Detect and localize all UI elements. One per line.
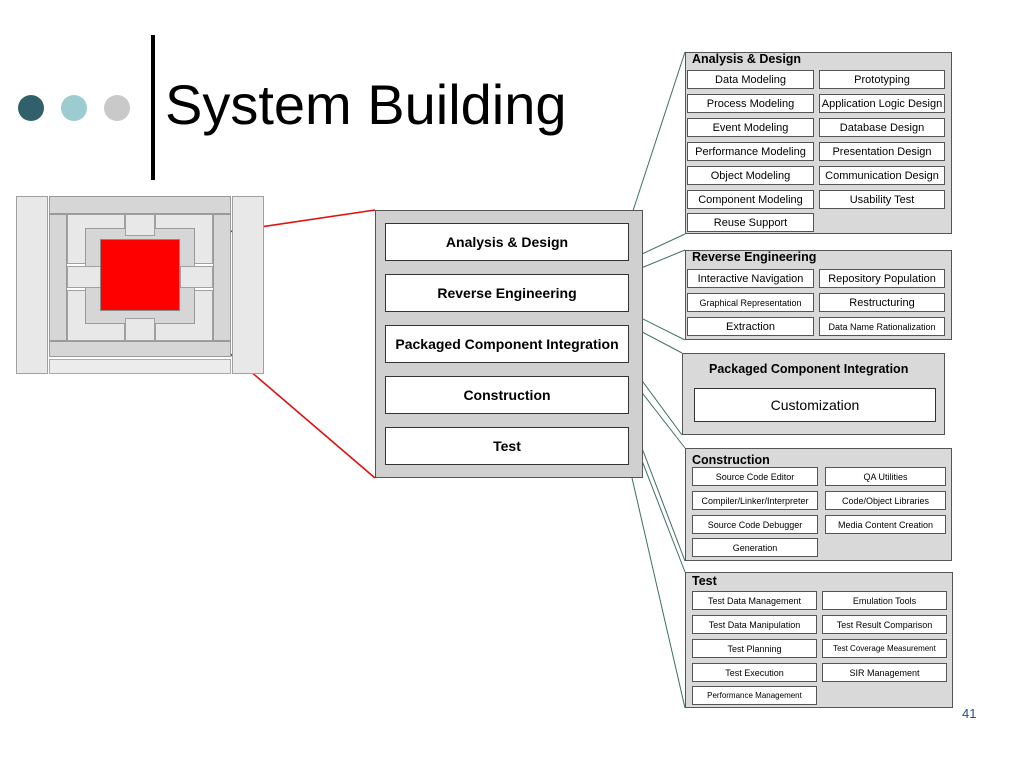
con-media-content-creation: Media Content Creation xyxy=(825,515,946,534)
maze-left-notch xyxy=(67,266,101,288)
ad-reuse-support: Reuse Support xyxy=(687,213,814,232)
test-performance-management: Performance Management xyxy=(692,686,817,705)
maze-bottom-notch xyxy=(125,318,155,341)
re-interactive-navigation: Interactive Navigation xyxy=(687,269,814,288)
maze-bottom-bar xyxy=(49,341,231,357)
ad-usability-test: Usability Test xyxy=(819,190,945,209)
test-data-manipulation: Test Data Manipulation xyxy=(692,615,817,634)
test-planning: Test Planning xyxy=(692,639,817,658)
analysis-design-title: Analysis & Design xyxy=(692,52,802,66)
title-dot-teal xyxy=(61,95,87,121)
ad-application-logic-design: Application Logic Design xyxy=(819,94,945,113)
connector-test-bottom xyxy=(628,464,686,709)
con-source-code-editor: Source Code Editor xyxy=(692,467,818,486)
con-code-object-libraries: Code/Object Libraries xyxy=(825,491,946,510)
ad-presentation-design: Presentation Design xyxy=(819,142,945,161)
re-extraction: Extraction xyxy=(687,317,814,336)
re-graphical-representation: Graphical Representation xyxy=(687,293,814,312)
con-source-code-debugger: Source Code Debugger xyxy=(692,515,818,534)
connector-ad-top xyxy=(628,51,686,224)
title-dot-gray xyxy=(104,95,130,121)
re-data-name-rationalization: Data Name Rationalization xyxy=(819,317,945,336)
stage-analysis-design: Analysis & Design xyxy=(385,223,629,261)
page-title: System Building xyxy=(165,73,567,136)
con-generation: Generation xyxy=(692,538,818,557)
stage-packaged-component-integration: Packaged Component Integration xyxy=(385,325,629,363)
ad-communication-design: Communication Design xyxy=(819,166,945,185)
test-sir-management: SIR Management xyxy=(822,663,947,682)
ad-event-modeling: Event Modeling xyxy=(687,118,814,137)
test-execution: Test Execution xyxy=(692,663,817,682)
test-result-comparison: Test Result Comparison xyxy=(822,615,947,634)
test-coverage-measurement: Test Coverage Measurement xyxy=(822,639,947,658)
maze-right-notch xyxy=(180,266,213,288)
re-restructuring: Restructuring xyxy=(819,293,945,312)
ad-performance-modeling: Performance Modeling xyxy=(687,142,814,161)
pci-customization: Customization xyxy=(694,388,936,422)
page-number: 41 xyxy=(962,706,977,721)
construction-title: Construction xyxy=(692,453,770,467)
ad-database-design: Database Design xyxy=(819,118,945,137)
test-data-management: Test Data Management xyxy=(692,591,817,610)
ad-data-modeling: Data Modeling xyxy=(687,70,814,89)
re-repository-population: Repository Population xyxy=(819,269,945,288)
reverse-engineering-title: Reverse Engineering xyxy=(692,250,817,264)
stage-test: Test xyxy=(385,427,629,465)
maze-inner-right xyxy=(213,214,231,341)
stage-reverse-engineering: Reverse Engineering xyxy=(385,274,629,312)
stage-construction: Construction xyxy=(385,376,629,414)
ad-process-modeling: Process Modeling xyxy=(687,94,814,113)
maze-inner-left xyxy=(49,214,67,341)
packaged-component-integration-title: Packaged Component Integration xyxy=(709,362,909,376)
title-divider xyxy=(151,35,155,180)
maze-left-column xyxy=(16,196,48,374)
maze-right-column xyxy=(232,196,264,374)
test-emulation-tools: Emulation Tools xyxy=(822,591,947,610)
ad-prototyping: Prototyping xyxy=(819,70,945,89)
ad-component-modeling: Component Modeling xyxy=(687,190,814,209)
highlighted-component xyxy=(100,239,180,311)
maze-top-bar xyxy=(49,196,231,214)
test-title: Test xyxy=(692,574,717,588)
title-dot-dark xyxy=(18,95,44,121)
con-compiler-linker-interpreter: Compiler/Linker/Interpreter xyxy=(692,491,818,510)
maze-top-notch xyxy=(125,214,155,236)
maze-footer-bar xyxy=(49,359,231,374)
ad-object-modeling: Object Modeling xyxy=(687,166,814,185)
con-qa-utilities: QA Utilities xyxy=(825,467,946,486)
